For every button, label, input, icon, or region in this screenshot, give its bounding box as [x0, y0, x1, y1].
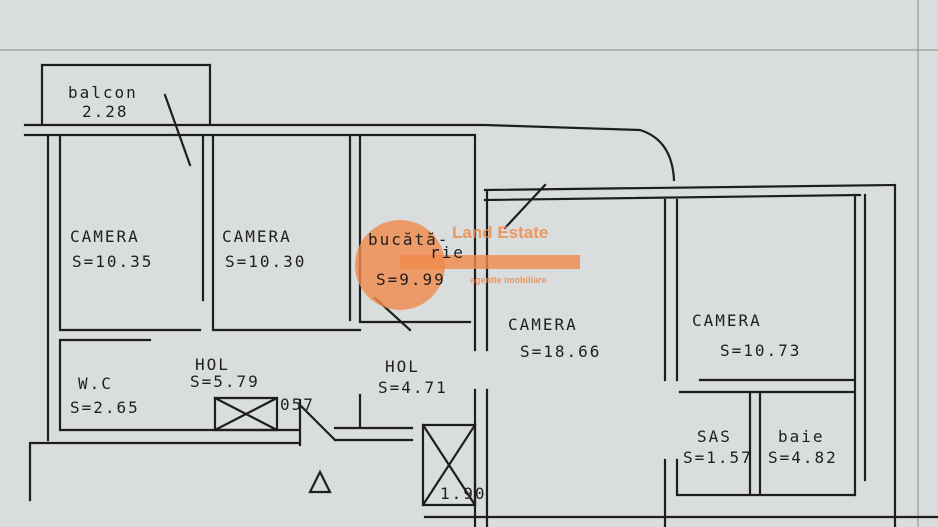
camera1-area: S=10.35 [72, 252, 153, 271]
camera3-area: S=18.66 [520, 342, 601, 361]
bucatarie-area: S=9.99 [376, 270, 446, 289]
watermark-tagline: agentie imobiliare [470, 275, 547, 285]
balcon-name: balcon [68, 83, 138, 102]
bucatarie-name-2: rie [430, 243, 465, 262]
stair-box [421, 423, 477, 507]
camera3-name: CAMERA [508, 315, 578, 334]
labels: balcon2.28CAMERAS=10.35CAMERAS=10.30bucă… [68, 83, 838, 503]
camera2-name: CAMERA [222, 227, 292, 246]
inner-walls [28, 338, 857, 527]
camera4-name: CAMERA [692, 311, 762, 330]
stair-label: 1.90 [440, 484, 487, 503]
camera1-name: CAMERA [70, 227, 140, 246]
key-shaft [400, 255, 580, 269]
wc-area: S=2.65 [70, 398, 140, 417]
duct-box [213, 396, 279, 432]
baie-name: baie [778, 427, 825, 446]
hol1-name: HOL [195, 355, 230, 374]
balcon-area: 2.28 [82, 102, 129, 121]
entrance-triangle-icon [308, 469, 332, 494]
hol2-name: HOL [385, 357, 420, 376]
hol1-area: S=5.79 [190, 372, 260, 391]
camera4-area: S=10.73 [720, 341, 801, 360]
hol2-area: S=4.71 [378, 378, 448, 397]
sas-area: S=1.57 [683, 448, 753, 467]
bucatarie-name-1: bucătă- [368, 230, 449, 249]
wc-name: W.C [78, 374, 113, 393]
camera2-area: S=10.30 [225, 252, 306, 271]
watermark-brand: Land Estate [452, 223, 548, 242]
door-swings [163, 93, 547, 442]
sas-name: SAS [697, 427, 732, 446]
outer-walls [23, 63, 938, 527]
baie-area: S=4.82 [768, 448, 838, 467]
watermark: Land Estate agentie imobiliare [355, 220, 580, 310]
duct-label: 057 [280, 395, 315, 414]
